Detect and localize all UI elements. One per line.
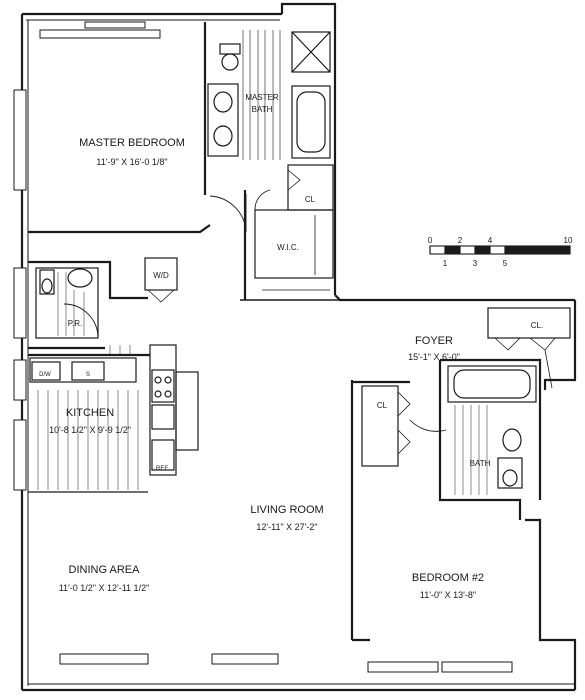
sink-label: S [86, 372, 90, 378]
master-bedroom-name: MASTER BEDROOM [79, 137, 185, 149]
bedroom2-closet-label: CL [377, 401, 388, 410]
wic-label: W.I.C. [277, 243, 299, 252]
master-closet-label: CL [305, 195, 316, 204]
scale-label-2: 2 [458, 236, 463, 245]
wd-pr-fixtures [35, 257, 178, 339]
foyer-dims: 15'-1" X 6'-0" [408, 352, 460, 362]
living-room-dims: 12'-11" X 27'-2" [256, 522, 317, 532]
kitchen-dims: 10'-8 1/2" X 9'-9 1/2" [49, 425, 131, 435]
bedroom2-fixtures [361, 365, 537, 495]
master-bath-fixtures [207, 30, 334, 291]
scale-label-10: 10 [564, 236, 573, 245]
scale-label-4: 4 [488, 236, 493, 245]
master-bedroom-dims: 11'-9" X 16'-0 1/8" [96, 157, 167, 167]
scale-bar [429, 245, 571, 255]
dining-area-dims: 11'-0 1/2" X 12'-11 1/2" [59, 583, 150, 593]
labels: MASTER BEDROOM 11'-9" X 16'-0 1/8" MASTE… [39, 93, 573, 600]
scale-label-1: 1 [443, 259, 448, 268]
master-bath-label-2: BATH [252, 105, 273, 114]
scale-label-3: 3 [473, 259, 478, 268]
foyer-name: FOYER [415, 335, 453, 347]
living-room-name: LIVING ROOM [250, 504, 323, 516]
foyer-fixtures [487, 307, 571, 389]
bedroom2-name: BEDROOM #2 [412, 572, 484, 584]
windows [13, 21, 513, 673]
dining-area-name: DINING AREA [69, 564, 141, 576]
foyer-closet-label: CL. [531, 321, 543, 330]
master-bath-label-1: MASTER [245, 93, 279, 102]
kitchen-name: KITCHEN [66, 407, 114, 419]
wd-label: W/D [153, 271, 169, 280]
refrigerator-label: REF [156, 466, 168, 472]
dishwasher-label: D/W [39, 372, 51, 378]
scale-label-0: 0 [428, 236, 433, 245]
scale-label-5: 5 [503, 259, 508, 268]
bath-label: BATH [470, 459, 491, 468]
bedroom2-dims: 11'-0" X 13'-8" [420, 590, 476, 600]
kitchen-fixtures [28, 344, 199, 493]
powder-room-label: P.R. [68, 319, 83, 328]
